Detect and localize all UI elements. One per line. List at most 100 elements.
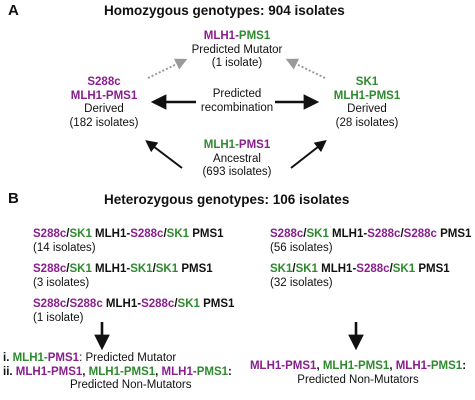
gene-pms1: PMS1 [178, 263, 213, 275]
list-number: i. [3, 352, 10, 364]
strain-1: S288c [270, 228, 304, 240]
gene-pms1: PMS1 [238, 30, 271, 42]
gene-mlh1: MLH1- [328, 228, 368, 240]
separator: , [155, 365, 162, 378]
colon: : [462, 360, 467, 372]
node-label: Ancestral [213, 152, 261, 165]
gene-pms1: PMS1 [368, 89, 401, 102]
panel-a-letter: A [8, 2, 19, 19]
node-label: Predicted Mutator [191, 43, 283, 56]
gene-pms1: PMS1 [47, 352, 80, 364]
strain-2: SK1 [69, 228, 92, 240]
node-count: (182 isolates) [69, 116, 139, 129]
gene-dash: - [43, 352, 48, 364]
isolate-count: (32 isolates) [270, 276, 333, 289]
gene-dash: - [102, 89, 106, 102]
separator: , [389, 360, 396, 372]
gene-mlh1: MLH1 [88, 365, 120, 378]
strain-label: S288c [87, 76, 121, 88]
panel-b-letter: B [8, 190, 19, 207]
node-label: Derived [347, 103, 387, 115]
slash: / [292, 263, 296, 275]
prediction-text: : Predicted Mutator [79, 352, 177, 364]
gene-pms1: PMS1 [238, 139, 271, 151]
genotype-entry: S288c/SK1 MLH1-S288c/S288c PMS1 (56 isol… [270, 228, 471, 255]
panel-b-title: Heterozygous genotypes: 106 isolates [104, 192, 350, 207]
gene-dash: - [235, 139, 239, 151]
strain-3: S288c [356, 263, 390, 275]
ancestral-arrow-right [290, 140, 327, 169]
genotype-entry: S288c/SK1 MLH1-SK1/SK1 PMS1 (3 isolates) [33, 263, 213, 290]
right-prediction: MLH1-PMS1, MLH1-PMS1, MLH1-PMS1: Predict… [250, 360, 466, 387]
ancestral-arrow-left [145, 140, 183, 169]
gene-mlh1: MLH1 [15, 365, 48, 378]
gene-pms1: PMS1 [357, 360, 390, 372]
node-ancestral: MLH1-PMS1 Ancestral (693 isolates) [202, 139, 271, 180]
node-count: (1 isolate) [211, 57, 263, 69]
gene-dash: - [47, 365, 51, 378]
gene-pms1: PMS1 [189, 228, 224, 240]
slash: / [66, 298, 70, 310]
gene-dash: - [365, 89, 369, 102]
gene-mlh1: MLH1 [322, 360, 355, 372]
separator: , [82, 365, 89, 378]
slash: / [163, 228, 167, 240]
gene-pms1: PMS1 [285, 360, 317, 372]
strain-4: S288c [403, 228, 437, 240]
genotype-entry: S288c/SK1 MLH1-S288c/SK1 PMS1 (14 isolat… [33, 228, 224, 255]
node-predicted-mutator: MLH1-PMS1 Predicted Mutator (1 isolate) [192, 30, 283, 71]
isolate-count: (3 isolates) [33, 276, 90, 289]
node-label: Derived [84, 103, 124, 115]
panel-a-title: Homozygous genotypes: 904 isolates [104, 3, 345, 18]
gene-mlh1: MLH1 [12, 352, 44, 364]
slash: / [66, 228, 70, 240]
prediction-text: Predicted Non-Mutators [70, 379, 192, 391]
gene-mlh1: MLH1 [203, 139, 236, 151]
gene-pms1: PMS1 [196, 365, 229, 378]
gene-mlh1: MLH1 [395, 360, 428, 372]
gene-dash: - [235, 30, 239, 42]
recombination-line1: Predicted [212, 88, 262, 100]
strain-4: SK1 [166, 228, 190, 240]
gene-mlh1: MLH1 [70, 89, 103, 102]
gene-pms1: PMS1 [430, 360, 463, 372]
gene-mlh1: MLH1- [102, 298, 142, 310]
gene-dash: - [281, 360, 286, 372]
isolate-count: (1 isolate) [33, 311, 84, 324]
gene-pms1: PMS1 [123, 365, 156, 378]
dotted-arrow-left [147, 58, 188, 79]
strain-4: SK1 [392, 263, 416, 275]
gene-pms1: PMS1 [436, 228, 472, 240]
node-s288c-derived: S288c MLH1-PMS1 Derived (182 isolates) [69, 76, 138, 130]
strain-1: S288c [33, 298, 67, 310]
slash: / [400, 228, 404, 240]
gene-pms1: PMS1 [105, 89, 138, 102]
gene-dash: - [354, 360, 358, 372]
gene-mlh1: MLH1- [317, 263, 357, 275]
predicted-recombination-label: Predicted recombination [201, 88, 273, 115]
node-count: (28 isolates) [335, 116, 399, 129]
separator: , [316, 360, 323, 372]
node-sk1-derived: SK1 MLH1-PMS1 Derived (28 isolates) [334, 76, 400, 130]
list-number: ii. [3, 365, 13, 378]
node-count: (693 isolates) [202, 166, 272, 178]
left-prediction: i. MLH1-PMS1: Predicted Mutator ii. MLH1… [3, 352, 232, 393]
strain-2: SK1 [306, 228, 329, 240]
strain-2: SK1 [295, 263, 318, 275]
slash: / [66, 263, 70, 275]
gene-dash: - [119, 365, 124, 378]
strain-3: S288c [130, 228, 164, 240]
recombination-line2: recombination [200, 101, 274, 114]
gene-pms1: PMS1 [199, 298, 235, 310]
strain-1: SK1 [270, 263, 293, 275]
strain-4: SK1 [177, 298, 200, 310]
strain-2: S288c [69, 298, 103, 310]
strain-3: S288c [367, 228, 401, 240]
gene-pms1: PMS1 [415, 263, 450, 275]
genotype-entry: S288c/S288c MLH1-S288c/SK1 PMS1 (1 isola… [33, 298, 234, 325]
gene-mlh1: MLH1- [91, 228, 131, 240]
strain-1: S288c [33, 228, 67, 240]
gene-dash: - [192, 365, 197, 378]
slash: / [389, 263, 393, 275]
